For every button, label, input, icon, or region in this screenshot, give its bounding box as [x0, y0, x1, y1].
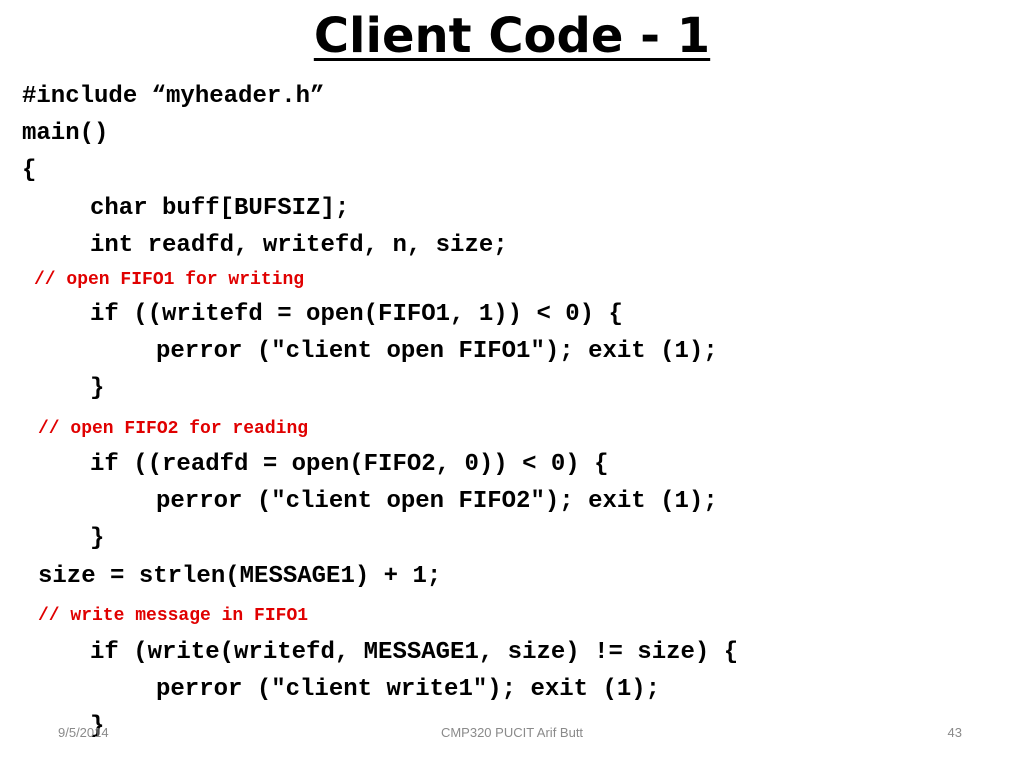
code-line-include: #include “myheader.h”: [22, 83, 325, 110]
code-line-perror-write1: perror ("client write1"); exit (1);: [156, 676, 661, 703]
comment-open-fifo2: // open FIFO2 for reading: [38, 419, 309, 439]
footer-course: CMP320 PUCIT Arif Butt: [440, 725, 584, 740]
code-line-if-readfd: if ((readfd = open(FIFO2, 0)) < 0) {: [90, 451, 609, 478]
footer-date: 9/5/2014: [58, 725, 109, 740]
code-line-perror-fifo2: perror ("client open FIFO2"); exit (1);: [156, 488, 718, 515]
code-line-open-brace: {: [22, 157, 37, 184]
comment-write-fifo1: // write message in FIFO1: [38, 606, 309, 626]
code-line-close-brace-3: }: [90, 713, 105, 740]
comment-open-fifo1: // open FIFO1 for writing: [34, 270, 305, 290]
code-line-perror-fifo1: perror ("client open FIFO1"); exit (1);: [156, 338, 718, 365]
footer-page-number: 43: [947, 725, 962, 740]
slide-title: Client Code - 1: [313, 8, 711, 64]
code-line-char-buff: char buff[BUFSIZ];: [90, 195, 350, 222]
code-line-if-write: if (write(writefd, MESSAGE1, size) != si…: [90, 639, 739, 666]
code-line-close-brace-2: }: [90, 525, 105, 552]
code-line-close-brace-1: }: [90, 375, 105, 402]
code-line-if-writefd: if ((writefd = open(FIFO1, 1)) < 0) {: [90, 301, 623, 328]
code-line-int-decl: int readfd, writefd, n, size;: [90, 232, 508, 259]
code-line-main: main(): [22, 120, 109, 147]
code-line-size-strlen: size = strlen(MESSAGE1) + 1;: [38, 563, 442, 590]
